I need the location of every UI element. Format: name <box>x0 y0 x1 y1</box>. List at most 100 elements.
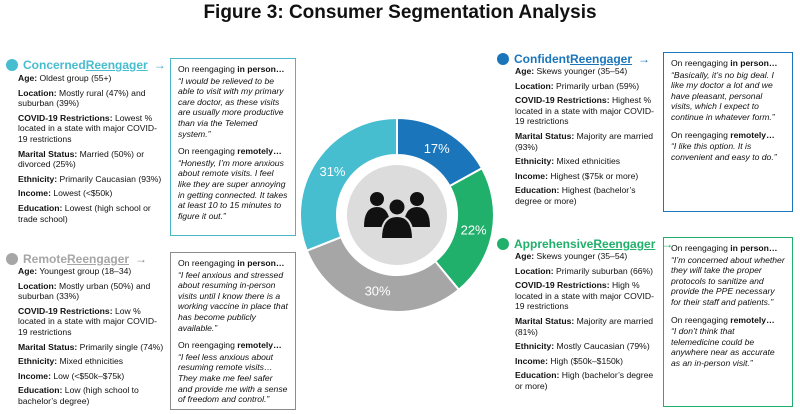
apprehensive-attribute-item: Marital Status: Majority are married (81… <box>515 316 657 337</box>
confident-attribute-value: Highest (bachelor’s degree or more) <box>515 185 636 206</box>
concerned-in-person-lead-text: On reengaging <box>178 64 238 74</box>
confident-in-person-quote: “Basically, it’s no big deal. I like my … <box>671 69 775 122</box>
remote-attribute-value: Youngest group (18–34) <box>37 266 132 276</box>
confident-remote-lead: On reengaging remotely… <box>671 130 785 141</box>
remote-header: Remote Reengager → <box>6 252 147 266</box>
apprehensive-remote-quote: “I don’t think that telemedicine could b… <box>671 326 775 368</box>
concerned-remote-lead: On reengaging remotely… <box>178 146 288 157</box>
confident-header: Confident Reengager → <box>497 52 650 66</box>
remote-attribute-item: Age: Youngest group (18–34) <box>18 266 166 277</box>
remote-in-person-lead-text: On reengaging <box>178 258 238 268</box>
remote-attribute-value: Mixed ethnicities <box>57 356 124 367</box>
apprehensive-in-person-lead-bold: in person… <box>730 243 778 253</box>
concerned-attribute-value: Mostly rural (47%) and suburban (39%) <box>18 87 146 109</box>
concerned-arrow-icon: → <box>153 58 166 72</box>
concerned-attribute-item: Income: Lowest (<$50k) <box>18 188 166 199</box>
remote-attribute-item: COVID-19 Restrictions: Low % located in … <box>18 306 166 338</box>
apprehensive-attribute-item: Ethnicity: Mostly Caucasian (79%) <box>515 341 657 352</box>
confident-quote-box: On reengaging in person…“Basically, it’s… <box>663 52 793 212</box>
concerned-attribute-value: Lowest % located in a state with major C… <box>18 112 157 144</box>
concerned-attribute-value: Oldest group (55+) <box>37 73 112 83</box>
concerned-attribute-key: Age: <box>18 73 38 83</box>
remote-in-person-quote: “I feel anxious and stressed about resum… <box>178 269 288 333</box>
donut-slice-label: 17% <box>424 141 450 156</box>
apprehensive-attribute-item: COVID-19 Restrictions: High % located in… <box>515 280 657 312</box>
apprehensive-header: Apprehensive Reengager → <box>497 237 673 251</box>
donut-slice-remote-reengager <box>305 235 461 313</box>
remote-attribute-value: Low (high school to bachelor’s degree) <box>18 385 139 406</box>
apprehensive-attribute-item: Education: High (bachelor’s degree or mo… <box>515 370 657 391</box>
remote-attribute-key: Ethnicity: <box>18 356 58 367</box>
donut-chart: 17% 22% 30% 31% <box>299 116 495 313</box>
donut-slice-label: 30% <box>365 284 391 299</box>
confident-attribute-value: Mixed ethnicities <box>554 156 621 167</box>
concerned-attribute-key: Education: <box>18 202 63 213</box>
apprehensive-attribute-value: Primarily suburban (66%) <box>553 265 654 276</box>
concerned-attribute-key: Ethnicity: <box>18 173 58 184</box>
remote-attribute-value: Primarily single (74%) <box>77 341 164 352</box>
concerned-attribute-key: COVID-19 Restrictions: <box>18 112 113 123</box>
concerned-attribute-value: Primarily Caucasian (93%) <box>57 173 162 184</box>
concerned-attribute-key: Location: <box>18 87 57 98</box>
apprehensive-name: Apprehensive <box>514 237 594 251</box>
confident-in-person-lead-text: On reengaging <box>671 58 731 68</box>
concerned-in-person-lead-bold: in person… <box>237 64 285 74</box>
remote-dot-icon <box>6 253 18 265</box>
confident-attribute-item: Age: Skews younger (35–54) <box>515 66 657 77</box>
concerned-name: Concerned <box>23 58 86 72</box>
apprehensive-name-underlined: Reengager <box>593 237 656 251</box>
concerned-attribute-value: Married (50%) or divorced (25%) <box>18 148 145 170</box>
confident-attribute-key: Education: <box>515 185 560 196</box>
remote-in-person-lead: On reengaging in person… <box>178 258 288 269</box>
donut-slice-label: 31% <box>319 164 345 179</box>
confident-remote-lead-text: On reengaging <box>671 129 731 140</box>
confident-attribute-key: Age: <box>515 66 535 76</box>
concerned-attribute-item: Marital Status: Married (50%) or divorce… <box>18 149 166 170</box>
confident-remote-lead-bold: remotely… <box>730 129 775 140</box>
confident-attribute-value: Skews younger (35–54) <box>534 66 628 76</box>
donut-slice-label: 22% <box>461 223 487 238</box>
apprehensive-in-person-lead-text: On reengaging <box>671 243 731 253</box>
concerned-attribute-value: Lowest (high school or trade school) <box>18 202 151 224</box>
remote-attribute-item: Education: Low (high school to bachelor’… <box>18 385 166 406</box>
confident-dot-icon <box>497 53 509 65</box>
apprehensive-attribute-value: Mostly Caucasian (79%) <box>554 341 650 352</box>
confident-attribute-key: Marital Status: <box>515 130 575 141</box>
remote-attribute-value: Low (<$50k–$75k) <box>50 370 125 381</box>
confident-attribute-item: Education: Highest (bachelor’s degree or… <box>515 185 657 206</box>
concerned-remote-lead-bold: remotely… <box>237 146 282 157</box>
apprehensive-in-person-quote: “I’m concerned about whether they will t… <box>671 254 785 307</box>
apprehensive-attribute-value: High (bachelor’s degree or more) <box>515 370 654 391</box>
confident-attribute-key: Location: <box>515 80 554 91</box>
donut-slice-concerned-reengager <box>299 116 398 253</box>
confident-attribute-key: Ethnicity: <box>515 156 555 167</box>
apprehensive-attribute-key: Income: <box>515 355 548 366</box>
confident-attribute-item: COVID-19 Restrictions: Highest % located… <box>515 95 657 127</box>
apprehensive-remote-lead: On reengaging remotely… <box>671 315 785 326</box>
remote-attribute-key: COVID-19 Restrictions: <box>18 305 113 316</box>
apprehensive-arrow-icon: → <box>661 237 674 251</box>
confident-attribute-key: COVID-19 Restrictions: <box>515 95 610 106</box>
apprehensive-attribute-key: COVID-19 Restrictions: <box>515 280 610 291</box>
apprehensive-attribute-key: Education: <box>515 370 560 381</box>
remote-attribute-key: Education: <box>18 385 63 396</box>
remote-attribute-key: Income: <box>18 370 51 381</box>
concerned-quote-box: On reengaging in person…“I would be reli… <box>170 58 296 236</box>
remote-attribute-item: Ethnicity: Mixed ethnicities <box>18 356 166 367</box>
concerned-remote-lead-text: On reengaging <box>178 146 238 157</box>
confident-name-underlined: Reengager <box>570 52 633 66</box>
confident-attribute-item: Marital Status: Majority are married (93… <box>515 131 657 152</box>
apprehensive-quote-box: On reengaging in person…“I’m concerned a… <box>663 237 793 407</box>
remote-remote-quote: “I feel less anxious about resuming remo… <box>178 351 288 405</box>
concerned-remote-quote: “Honestly, I’m more anxious about remote… <box>178 157 288 221</box>
remote-attribute-item: Location: Mostly urban (50%) and suburba… <box>18 281 166 302</box>
confident-attributes: Age: Skews younger (35–54)Location: Prim… <box>515 66 657 211</box>
apprehensive-attribute-key: Age: <box>515 251 535 261</box>
confident-attribute-value: Highest % located in a state with major … <box>515 95 654 127</box>
concerned-attribute-value: Lowest (<$50k) <box>50 188 113 199</box>
remote-attribute-key: Marital Status: <box>18 341 78 352</box>
remote-attribute-item: Income: Low (<$50k–$75k) <box>18 371 166 382</box>
concerned-attributes: Age: Oldest group (55+) Location: Mostly … <box>18 73 166 228</box>
concerned-attribute-item: Ethnicity: Primarily Caucasian (93%) <box>18 174 166 185</box>
confident-remote-quote: “I like this option. It is convenient an… <box>671 141 777 162</box>
